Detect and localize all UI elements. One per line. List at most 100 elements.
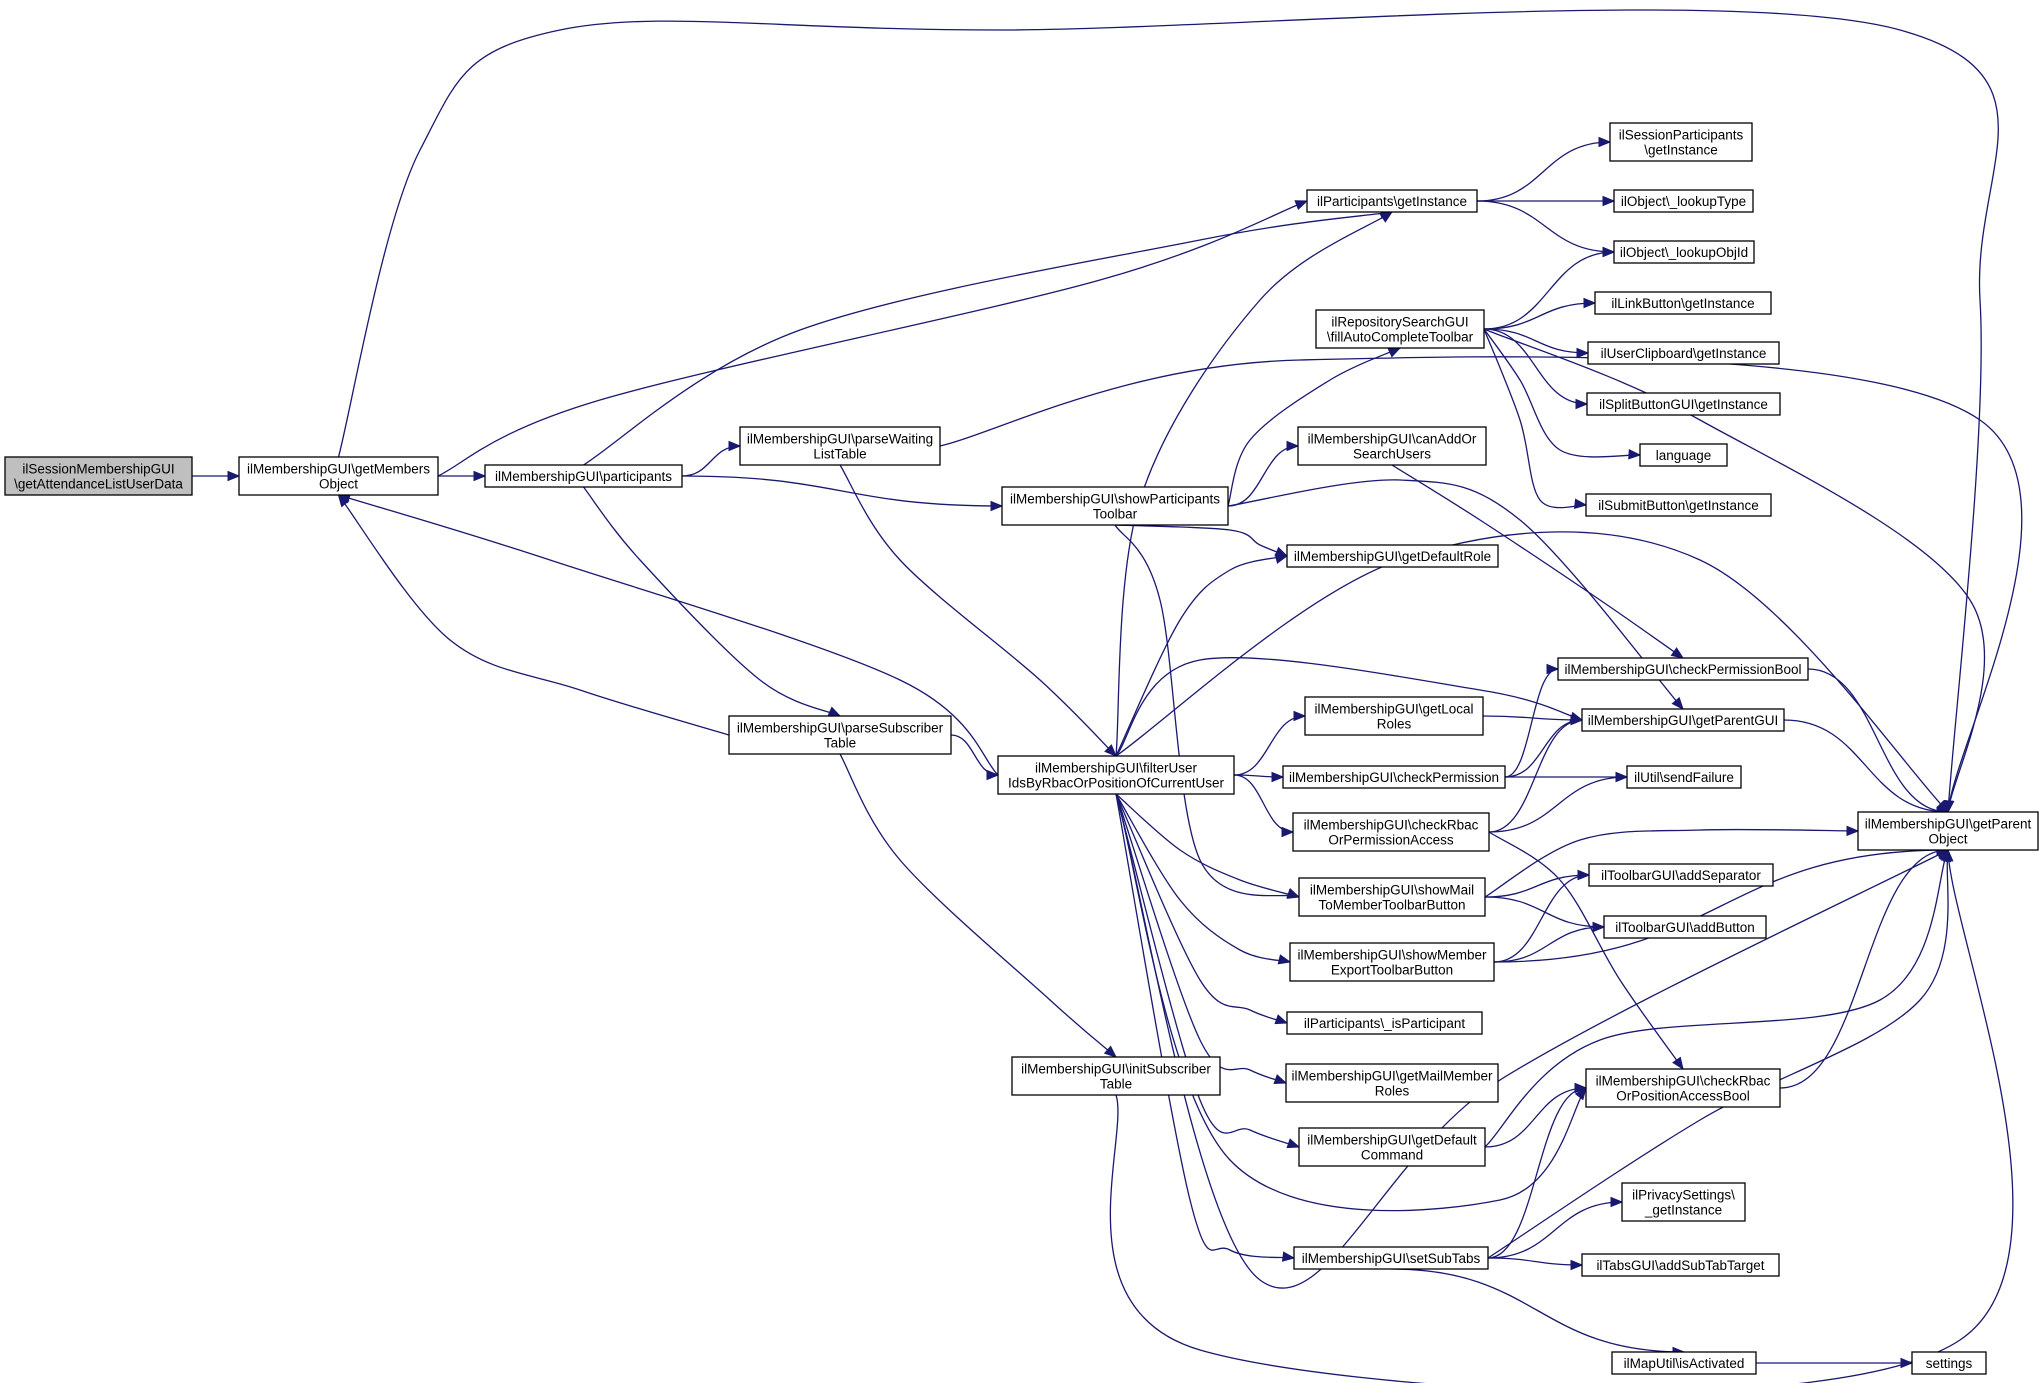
function-node[interactable]: ilMembershipGUI\participants	[484, 464, 683, 488]
node-label: ToMemberToolbarButton	[1318, 898, 1465, 913]
node-box	[1298, 1127, 1486, 1167]
node-box	[1304, 696, 1484, 736]
arrowhead-icon	[1387, 347, 1402, 358]
node-label: ilMembershipGUI\participants	[495, 469, 672, 484]
function-node[interactable]: ilSplitButtonGUI\getInstance	[1586, 392, 1781, 416]
arrowhead-icon	[1281, 1251, 1296, 1262]
edge-n2-to-n8	[583, 208, 1394, 466]
node-box	[1289, 942, 1495, 982]
function-node[interactable]: ilParticipants\getInstance	[1306, 189, 1478, 213]
arrowhead-icon	[827, 706, 842, 717]
function-node[interactable]: ilMembershipGUI\showMailToMemberToolbarB…	[1298, 877, 1486, 917]
arrowhead-icon	[1104, 744, 1117, 757]
function-node[interactable]: ilMembershipGUI\setSubTabs	[1293, 1246, 1489, 1270]
function-node[interactable]: ilPrivacySettings\_getInstance	[1621, 1182, 1746, 1222]
node-box	[1286, 1011, 1483, 1035]
edge-n4-to-n6	[950, 734, 1000, 781]
function-node[interactable]: ilToolbarGUI\addSeparator	[1588, 863, 1774, 887]
function-node[interactable]: ilSessionMembershipGUI\getAttendanceList…	[4, 456, 193, 496]
node-label: ilMembershipGUI\showMember	[1297, 948, 1487, 963]
arrowhead-icon	[1271, 771, 1285, 783]
node-label: Toolbar	[1093, 507, 1138, 522]
edge-n3-to-n6	[839, 464, 1117, 757]
function-node[interactable]: language	[1639, 443, 1728, 467]
node-box	[1588, 863, 1774, 887]
arrowhead-icon	[1273, 1074, 1288, 1085]
function-node[interactable]: ilUtil\sendFailure	[1626, 765, 1742, 789]
function-node[interactable]: ilMembershipGUI\checkPermissionBool	[1557, 657, 1809, 681]
node-label: ExportToolbarButton	[1331, 963, 1453, 978]
edge-n10-to-n29	[1391, 464, 1685, 659]
function-node[interactable]: ilTabsGUI\addSubTabTarget	[1581, 1253, 1780, 1277]
node-box	[1282, 765, 1506, 789]
function-node[interactable]: ilRepositorySearchGUI\fillAutoCompleteTo…	[1315, 309, 1485, 349]
function-node[interactable]: ilToolbarGUI\addButton	[1603, 915, 1767, 939]
node-box	[484, 464, 683, 488]
function-node[interactable]: ilMembershipGUI\getDefaultRole	[1286, 544, 1499, 568]
function-node[interactable]: ilObject\_lookupType	[1613, 189, 1754, 213]
node-label: ilMembershipGUI\canAddOr	[1308, 432, 1477, 447]
function-node[interactable]: ilMembershipGUI\checkRbacOrPermissionAcc…	[1292, 812, 1490, 852]
node-label: OrPositionAccessBool	[1616, 1089, 1750, 1104]
node-box	[4, 456, 193, 496]
function-node[interactable]: ilMembershipGUI\filterUserIdsByRbacOrPos…	[997, 755, 1235, 795]
node-label: ilUserClipboard\getInstance	[1601, 346, 1767, 361]
node-label: ilMembershipGUI\showMail	[1310, 883, 1474, 898]
function-node[interactable]: ilMembershipGUI\checkRbacOrPositionAcces…	[1585, 1068, 1781, 1108]
node-box	[1581, 1253, 1780, 1277]
function-node[interactable]: ilLinkButton\getInstance	[1594, 291, 1772, 315]
function-node[interactable]: ilParticipants\_isParticipant	[1286, 1011, 1483, 1035]
function-node[interactable]: ilMembershipGUI\checkPermission	[1282, 765, 1506, 789]
arrowhead-icon	[1274, 1014, 1289, 1025]
edge-n6-to-n15	[1115, 793, 1301, 899]
edge-n9-to-n38	[1483, 328, 1986, 814]
function-node[interactable]: ilUserClipboard\getInstance	[1587, 341, 1780, 365]
edge-n9-to-n23	[1483, 246, 1616, 330]
arrowhead-icon	[1281, 826, 1295, 838]
function-node[interactable]: ilMembershipGUI\showMemberExportToolbarB…	[1289, 942, 1495, 982]
arrowhead-icon	[1900, 1357, 1914, 1369]
function-node[interactable]: settings	[1911, 1351, 1987, 1375]
function-node[interactable]: ilMembershipGUI\getParentGUI	[1581, 708, 1785, 732]
node-label: ilRepositorySearchGUI	[1331, 315, 1468, 330]
node-box	[1557, 657, 1809, 681]
node-label: ilSessionMembershipGUI	[22, 462, 174, 477]
arrowhead-icon	[1570, 714, 1584, 726]
edge-n19-to-n34	[1484, 1082, 1588, 1148]
edge-n0-to-n1	[191, 470, 241, 482]
function-node[interactable]: ilSessionParticipants\getInstance	[1609, 122, 1753, 162]
arrowhead-icon	[1293, 710, 1307, 722]
edge-n6-to-n14	[1233, 774, 1295, 838]
node-box	[238, 456, 439, 496]
function-node[interactable]: ilObject\_lookupObjId	[1613, 240, 1755, 264]
node-box	[1293, 1246, 1489, 1270]
node-box	[997, 755, 1235, 795]
node-label: Roles	[1375, 1084, 1410, 1099]
arrowhead-icon	[1602, 246, 1616, 258]
edge-n2-to-n5	[681, 475, 1004, 512]
function-node[interactable]: ilSubmitButton\getInstance	[1585, 493, 1772, 517]
function-node[interactable]: ilMapUtil\isActivated	[1611, 1351, 1757, 1375]
node-box	[1297, 426, 1487, 466]
edge-n5-to-n30	[1227, 479, 1684, 711]
edge-n1-to-n2	[437, 470, 487, 482]
arrowhead-icon	[1943, 800, 1955, 814]
node-box	[1611, 1351, 1757, 1375]
edge-n6-to-n11	[1115, 553, 1289, 757]
edge-n6-to-n8	[1115, 211, 1394, 757]
edge-n5-to-n10	[1227, 440, 1300, 507]
edge-n8-to-n23	[1476, 200, 1616, 258]
edge-n3-to-n38	[939, 356, 2023, 814]
edge-n20-to-n37	[1390, 1268, 1686, 1358]
edge-n9-to-n24	[1483, 297, 1597, 330]
